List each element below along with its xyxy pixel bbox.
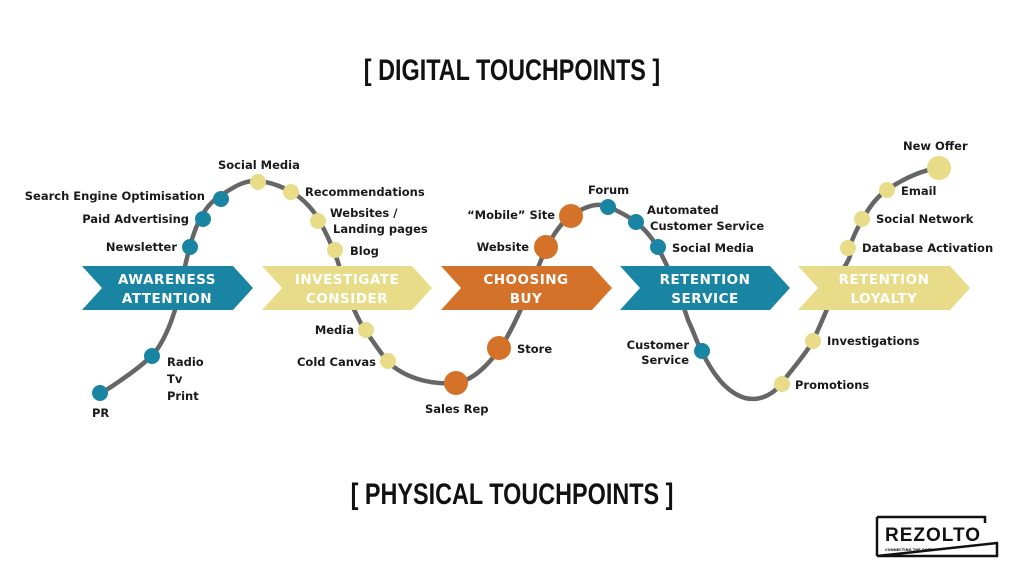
node-promotions xyxy=(774,376,790,392)
label-websites: Websites / xyxy=(330,206,398,220)
stage-service-line1: RETENTION xyxy=(660,272,751,288)
label-mobile-site: “Mobile” Site xyxy=(467,208,555,222)
label-sales-rep: Sales Rep xyxy=(425,402,489,416)
node-investigations xyxy=(805,333,821,349)
node-seo xyxy=(213,191,229,207)
label-paid-advertising: Paid Advertising xyxy=(82,212,189,226)
label-social-network: Social Network xyxy=(876,212,974,226)
stage-choosing-line2: BUY xyxy=(510,291,543,307)
node-social-media xyxy=(250,174,266,190)
stage-loyalty: RETENTION LOYALTY xyxy=(798,266,970,310)
node-new-offer xyxy=(927,156,951,180)
label-new-offer: New Offer xyxy=(903,139,968,153)
label-customer: Customer xyxy=(627,338,690,352)
stage-loyalty-line1: RETENTION xyxy=(839,272,930,288)
node-website xyxy=(534,235,558,259)
node-websites-landing xyxy=(310,213,326,229)
stage-arrow-loyalty xyxy=(798,266,970,310)
node-pr xyxy=(92,385,108,401)
node-email xyxy=(879,182,895,198)
label-cold-canvas: Cold Canvas xyxy=(297,355,376,369)
node-blog xyxy=(327,242,343,258)
label-blog: Blog xyxy=(350,244,379,258)
label-landing-pages: Landing pages xyxy=(333,222,428,236)
label-database-activation: Database Activation xyxy=(862,241,993,255)
stage-awareness: AWARENESS ATTENTION xyxy=(82,266,253,310)
stage-awareness-line2: ATTENTION xyxy=(122,291,212,307)
label-service: Service xyxy=(641,353,689,367)
stage-choosing-line1: CHOOSING xyxy=(483,272,568,288)
node-recommendations xyxy=(283,184,299,200)
label-promotions: Promotions xyxy=(795,378,869,392)
label-email: Email xyxy=(901,184,936,198)
label-website: Website xyxy=(477,240,530,254)
label-social-media: Social Media xyxy=(218,158,300,172)
physical-touchpoints-heading: [ PHYSICAL TOUCHPOINTS ] xyxy=(350,478,674,511)
label-forum: Forum xyxy=(588,183,629,197)
node-database-activation xyxy=(840,240,856,256)
label-pr: PR xyxy=(92,406,109,420)
node-automated-service xyxy=(628,214,644,230)
label-customer-service-auto: Customer Service xyxy=(650,219,764,233)
node-paid-advertising xyxy=(195,211,211,227)
label-newsletter: Newsletter xyxy=(106,240,177,254)
node-cold-canvas xyxy=(380,353,396,369)
node-social-network xyxy=(854,211,870,227)
stage-service: RETENTION SERVICE xyxy=(620,266,790,310)
logo-wordmark: REZOLTO xyxy=(885,525,981,546)
stage-investigate-line1: INVESTIGATE xyxy=(295,272,399,288)
label-radio: Radio xyxy=(167,355,204,369)
node-customer-service xyxy=(694,343,710,359)
node-social-media-service xyxy=(650,239,666,255)
stage-service-line2: SERVICE xyxy=(671,291,738,307)
node-radio-tv-print xyxy=(144,348,160,364)
node-media xyxy=(358,322,374,338)
node-store xyxy=(487,336,511,360)
stage-choosing: CHOOSING BUY xyxy=(441,266,612,310)
stage-awareness-line1: AWARENESS xyxy=(118,272,216,288)
label-print: Print xyxy=(167,389,199,403)
label-seo: Search Engine Optimisation xyxy=(25,189,205,203)
stage-arrow-choosing xyxy=(441,266,612,310)
logo-tagline: CONNECTING THE DOTS xyxy=(885,548,933,552)
label-social-media-service: Social Media xyxy=(672,241,754,255)
label-store: Store xyxy=(517,342,552,356)
stage-arrow-investigate xyxy=(262,266,432,310)
stage-loyalty-line2: LOYALTY xyxy=(851,291,918,307)
node-forum xyxy=(600,199,616,215)
digital-touchpoints-heading: [ DIGITAL TOUCHPOINTS ] xyxy=(363,54,661,87)
node-newsletter xyxy=(182,239,198,255)
stage-arrow-awareness xyxy=(82,266,253,310)
label-media: Media xyxy=(315,323,354,337)
label-automated: Automated xyxy=(647,203,719,217)
logo-frame xyxy=(876,515,999,558)
node-mobile-site xyxy=(559,204,583,228)
stage-arrow-service xyxy=(620,266,790,310)
node-sales-rep xyxy=(444,371,468,395)
rezolto-logo: REZOLTO CONNECTING THE DOTS xyxy=(875,515,999,558)
label-tv: Tv xyxy=(167,372,183,386)
stage-investigate-line2: CONSIDER xyxy=(306,291,388,307)
label-investigations: Investigations xyxy=(827,334,920,348)
stage-investigate: INVESTIGATE CONSIDER xyxy=(262,266,432,310)
label-recommendations: Recommendations xyxy=(305,185,425,199)
